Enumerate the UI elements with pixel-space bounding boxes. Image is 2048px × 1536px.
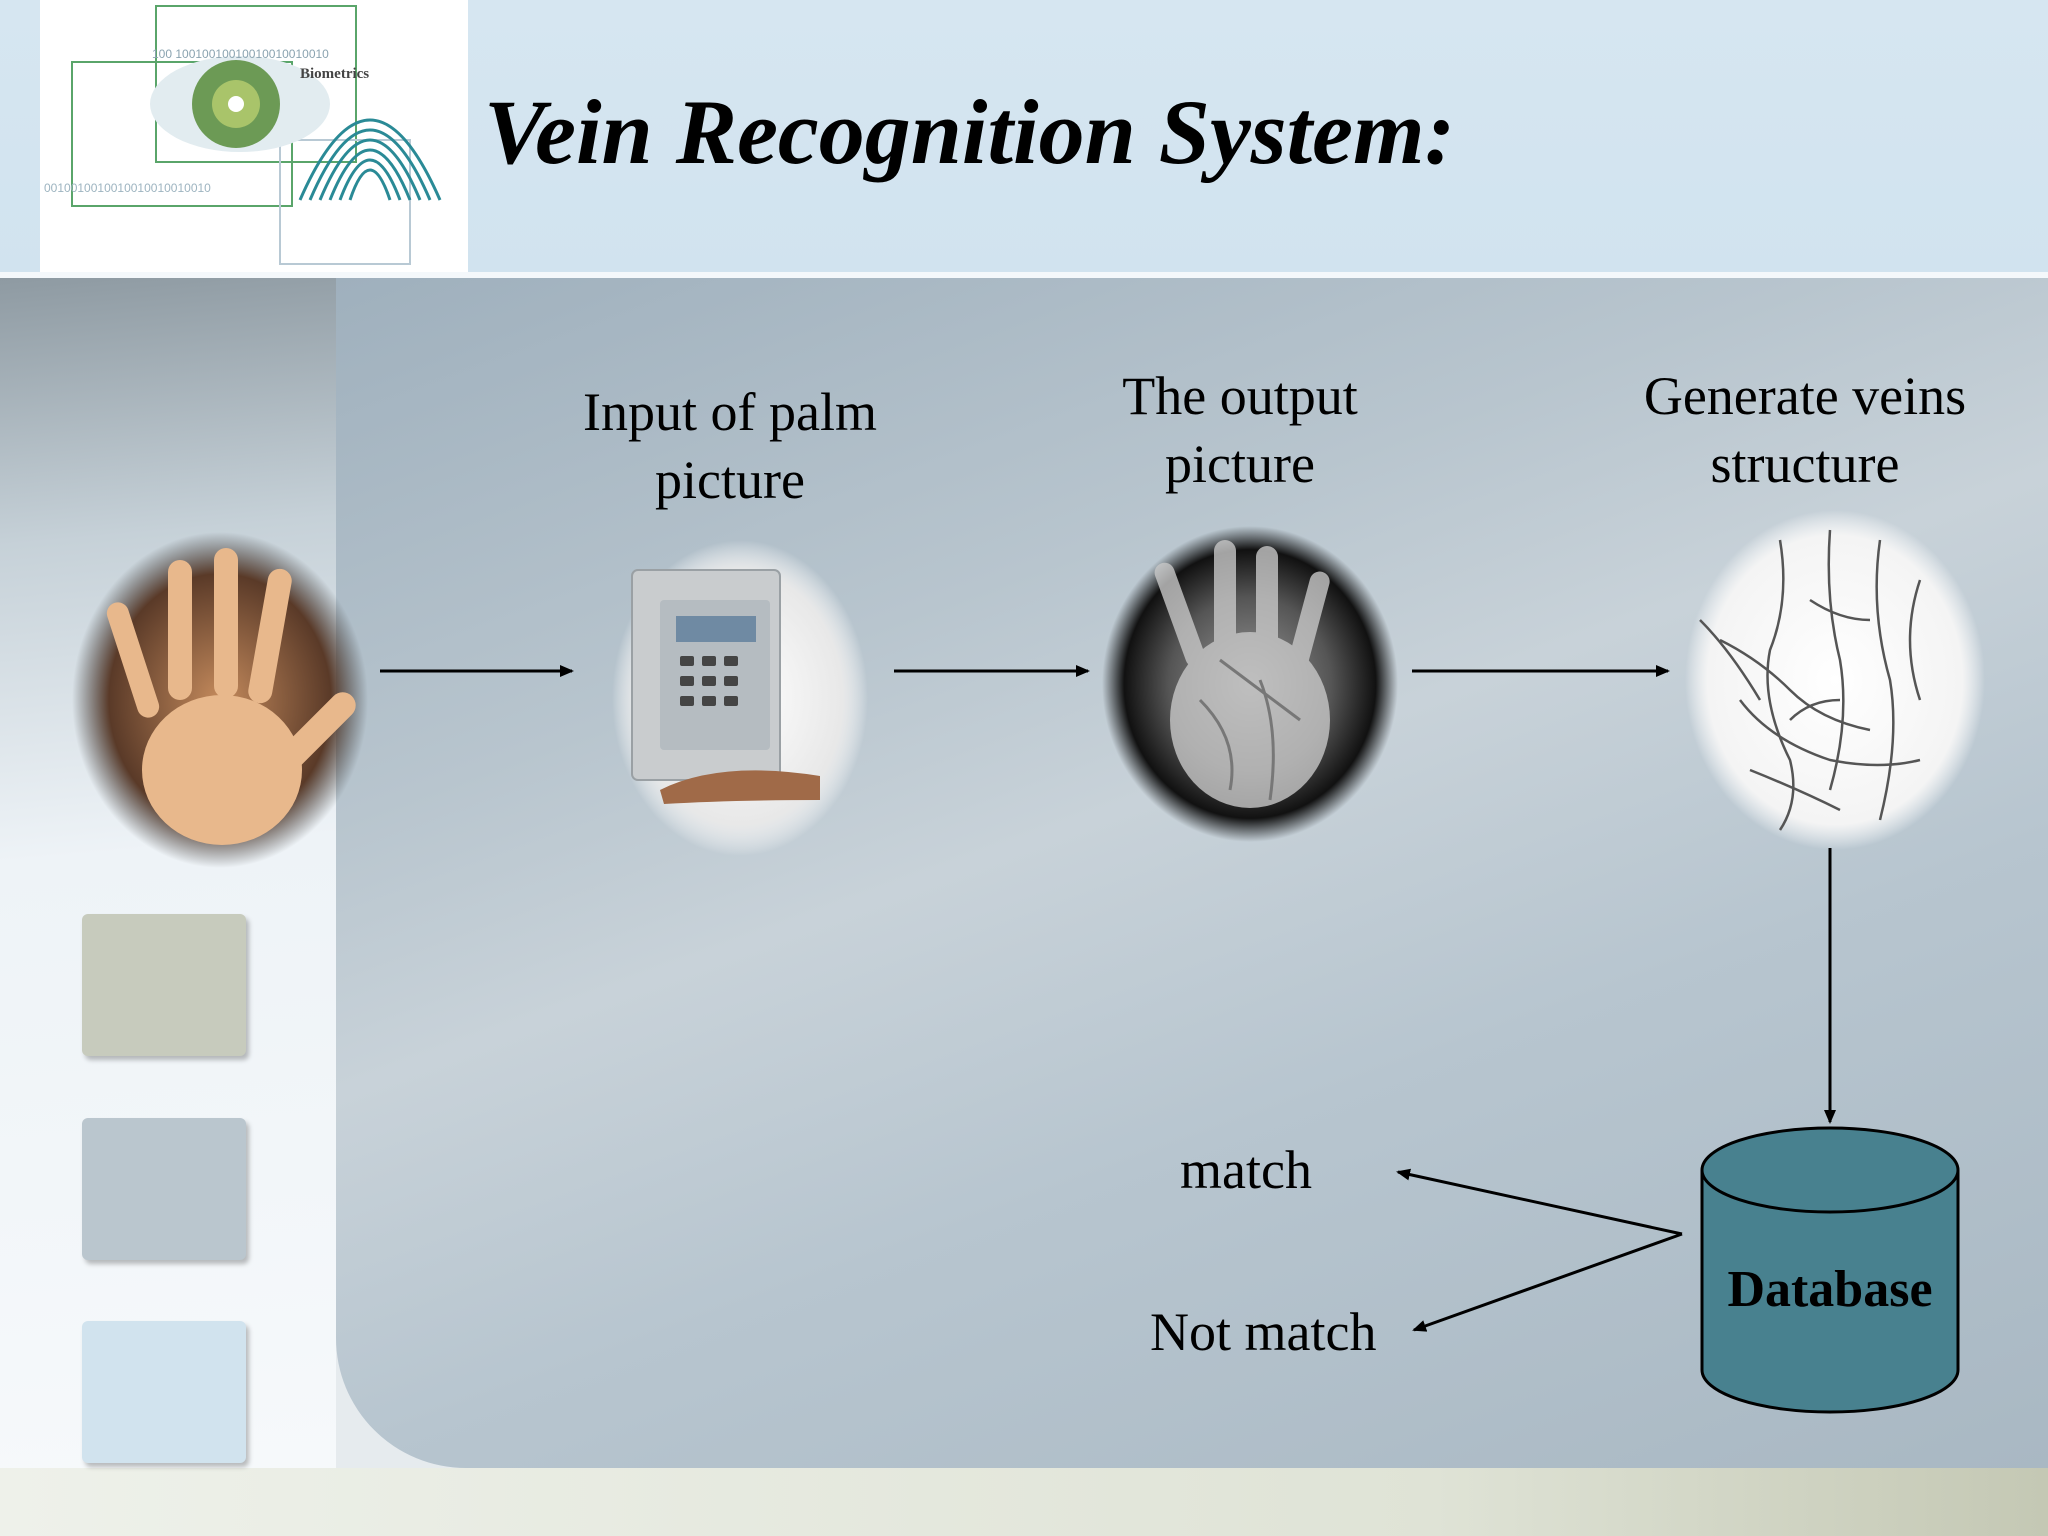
decor-square-1 <box>82 914 246 1056</box>
bottom-decor-strip <box>0 1468 2048 1536</box>
header-divider <box>0 272 2048 278</box>
database-label: Database <box>1727 1261 1933 1318</box>
vein-pattern-image <box>1685 510 1985 850</box>
left-decor-strip <box>0 278 336 1468</box>
palm-scanner-device-image <box>612 540 868 856</box>
biometrics-logo: Biometrics 100 10010010010010010010010 0… <box>40 0 468 272</box>
palm-infrared-image <box>1102 526 1398 842</box>
logo-binary-bottom: 0010010010010010010010010 <box>44 181 211 195</box>
logo-binary-top: 100 10010010010010010010010 <box>152 47 329 61</box>
decor-square-2 <box>82 1118 246 1260</box>
hand-palm-image <box>72 532 368 868</box>
logo-title: Biometrics <box>300 66 369 82</box>
step-generate-label: Generate veins structure <box>1643 366 1967 494</box>
arrow-database-to-not-match <box>1412 1232 1683 1332</box>
step-input-label: Input of palm picture <box>583 382 877 510</box>
database-cylinder-icon <box>1700 1126 1960 1414</box>
slide-title: Vein Recognition System: <box>484 81 1456 183</box>
decor-square-3 <box>82 1321 246 1463</box>
step-output-label: The output picture <box>1122 366 1358 494</box>
result-match-label: match <box>1180 1140 1312 1200</box>
arrow-database-to-match <box>1396 1168 1683 1236</box>
biometrics-logo-graphic: Biometrics 100 10010010010010010010010 0… <box>44 5 442 265</box>
result-not-match-label: Not match <box>1150 1302 1377 1362</box>
